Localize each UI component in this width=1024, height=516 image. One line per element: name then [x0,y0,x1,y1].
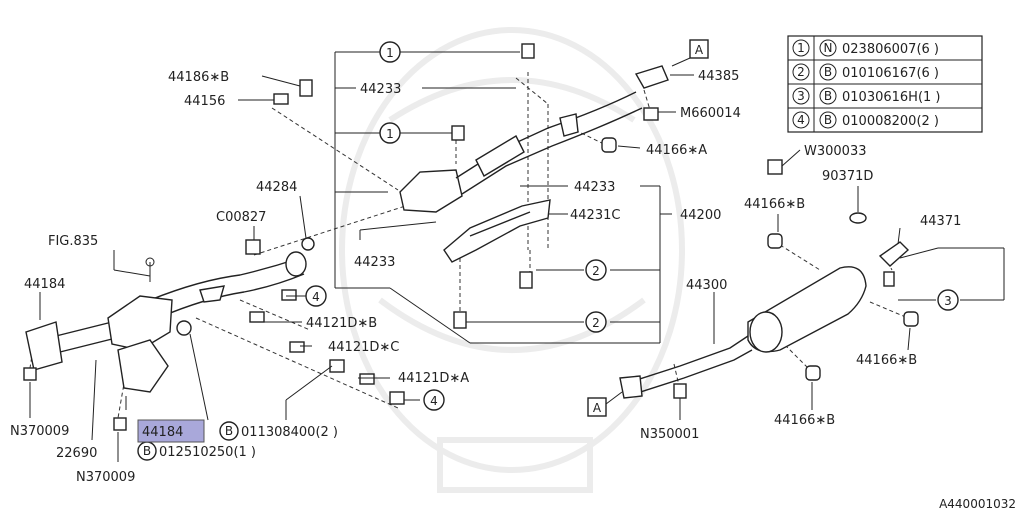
svg-text:4: 4 [312,290,320,304]
svg-text:B: B [143,444,151,458]
leader-lines [29,74,911,462]
svg-text:3: 3 [944,294,952,308]
part-label-90371d: 90371D [822,169,873,184]
part-label-44385: 44385 [698,69,739,84]
table-row-part: 01030616H(1 ) [842,90,941,105]
part-label-n370009-left: N370009 [10,424,69,439]
table-row-part: 010106167(6 ) [842,66,939,81]
bolt-type-b-marker: B [219,421,239,441]
heat-shield [443,199,551,263]
callout-1-top: 1 [379,41,401,63]
callout-markers: 1 1 2 2 3 4 4 B [137,41,959,461]
part-label-c00827: C00827 [216,210,266,225]
part-label-w300033: W300033 [804,144,866,159]
part-label-44184-highlighted: 44184 [142,425,183,440]
table-row-part: 023806007(6 ) [842,42,939,57]
hangers-and-fasteners [23,43,919,431]
callout-4-lower: 4 [423,389,445,411]
svg-text:A: A [695,43,704,57]
part-labels: 44186∗B 44156 44233 44385 M660014 44166∗… [10,69,1016,511]
svg-text:2: 2 [592,264,600,278]
part-label-n370009-bottom: N370009 [76,470,135,485]
bolt-type-b-marker: B [137,441,157,461]
muffler [619,241,910,399]
part-label-44186b: 44186∗B [168,70,229,85]
part-label-44121dc: 44121D∗C [328,340,399,355]
table-row-number: 1 [797,41,805,55]
table-row-part: 010008200(2 ) [842,114,939,129]
part-label-44300: 44300 [686,278,727,293]
part-label-44166b-right: 44166∗B [856,353,917,368]
part-label-44371: 44371 [920,214,961,229]
part-label-44233-right: 44233 [574,180,615,195]
center-exhaust-pipe [399,65,669,213]
part-label-22690: 22690 [56,446,97,461]
svg-text:1: 1 [386,127,394,141]
part-label-44166b-hanger: 44166∗B [744,197,805,212]
callout-1-mid: 1 [379,122,401,144]
part-label-44284: 44284 [256,180,297,195]
table-row: 3 B 01030616H(1 ) [792,87,941,105]
table-row: 4 B 010008200(2 ) [792,111,939,129]
watermark-emblem [339,27,685,493]
part-label-m660014: M660014 [680,106,741,121]
part-label-44233-left: 44233 [354,255,395,270]
callout-brackets [334,51,1005,344]
callout-2-upper: 2 [585,259,607,281]
callout-2-lower: 2 [585,311,607,333]
table-row-type: B [824,65,832,79]
part-label-44231c: 44231C [570,208,620,223]
table-row-number: 2 [797,65,805,79]
table-row-type: B [824,113,832,127]
table-row: 1 N 023806007(6 ) [792,39,939,57]
part-label-44166b-bottom: 44166∗B [774,413,835,428]
svg-text:B: B [225,424,233,438]
svg-text:A: A [593,401,602,415]
reference-box-a-top: A [671,39,709,67]
part-label-44156: 44156 [184,94,225,109]
table-row-type: N [824,41,833,55]
part-label-44121da: 44121D∗A [398,371,469,386]
highlighted-part-box [137,419,205,443]
reference-box-a-bottom: A [587,391,623,417]
callout-3: 3 [937,289,959,311]
svg-text:1: 1 [386,46,394,60]
parts-table: 1 N 023806007(6 ) 2 B 010106167(6 ) 3 B … [787,35,983,133]
svg-text:4: 4 [430,394,438,408]
part-label-44166a: 44166∗A [646,143,707,158]
part-label-b011308400: 011308400(2 ) [241,425,338,440]
callout-4-upper: 4 [305,285,327,307]
table-row: 2 B 010106167(6 ) [792,63,939,81]
front-exhaust-pipe [25,251,307,393]
part-label-fig835: FIG.835 [48,234,98,249]
table-row-number: 3 [797,89,805,103]
part-label-44200: 44200 [680,208,721,223]
table-row-type: B [824,89,832,103]
part-label-44184-upper: 44184 [24,277,65,292]
part-label-n350001: N350001 [640,427,699,442]
part-label-44121db: 44121D∗B [306,316,377,331]
part-label-44233-top: 44233 [360,82,401,97]
table-row-number: 4 [797,113,805,127]
svg-text:2: 2 [592,316,600,330]
part-label-b012510250: 012510250(1 ) [159,445,256,460]
diagram-id: A440001032 [939,497,1016,511]
